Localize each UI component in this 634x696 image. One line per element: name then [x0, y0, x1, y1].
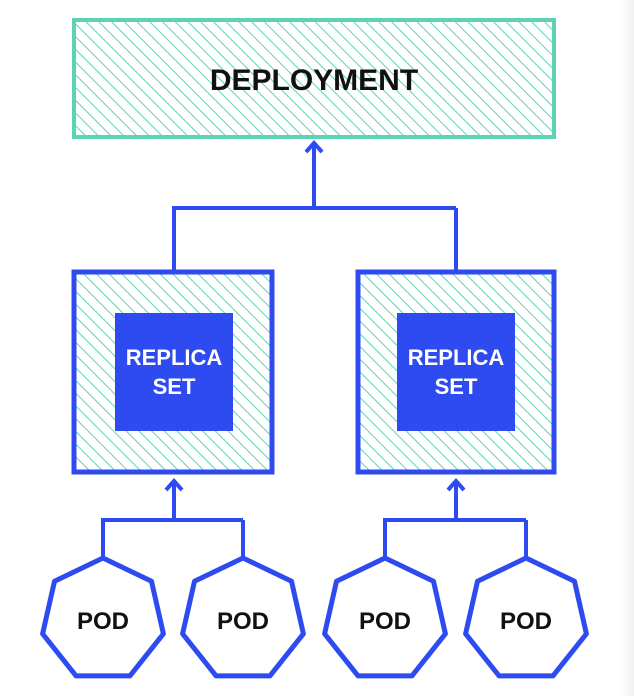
pod-heptagon — [40, 555, 166, 679]
pod-node: POD — [180, 555, 306, 679]
deployment-label: DEPLOYMENT — [210, 64, 418, 97]
pod-label: POD — [217, 608, 269, 635]
replica-set-inner-box — [115, 313, 233, 431]
deployment-node: DEPLOYMENT — [72, 18, 556, 139]
deployment-connector — [172, 139, 458, 272]
pod-label: POD — [359, 608, 411, 635]
pod-label: POD — [77, 608, 129, 635]
replica-set-node: REPLICA SET — [355, 269, 557, 475]
pod-connector-right — [383, 477, 528, 558]
pod-group: POD POD POD POD — [40, 555, 589, 679]
pod-heptagon — [463, 555, 589, 679]
deployment-box — [72, 18, 556, 139]
pod-heptagon — [180, 555, 306, 679]
replica-set-inner-box — [397, 313, 515, 431]
pod-node: POD — [463, 555, 589, 679]
pod-heptagon — [322, 555, 448, 679]
pod-node: POD — [322, 555, 448, 679]
replica-set-node: REPLICA SET — [71, 269, 275, 475]
replica-set-label-line2: SET — [435, 374, 478, 399]
pod-node: POD — [40, 555, 166, 679]
replica-set-label-line1: REPLICA — [126, 345, 223, 370]
replica-set-label-line2: SET — [153, 374, 196, 399]
arrowhead-icon — [164, 477, 184, 492]
pod-connector-left — [101, 477, 245, 558]
pod-label: POD — [500, 608, 552, 635]
arrowhead-icon — [304, 139, 324, 154]
replica-set-label-line1: REPLICA — [408, 345, 505, 370]
arrowhead-icon — [446, 477, 466, 492]
page-edge-shade — [620, 0, 634, 696]
